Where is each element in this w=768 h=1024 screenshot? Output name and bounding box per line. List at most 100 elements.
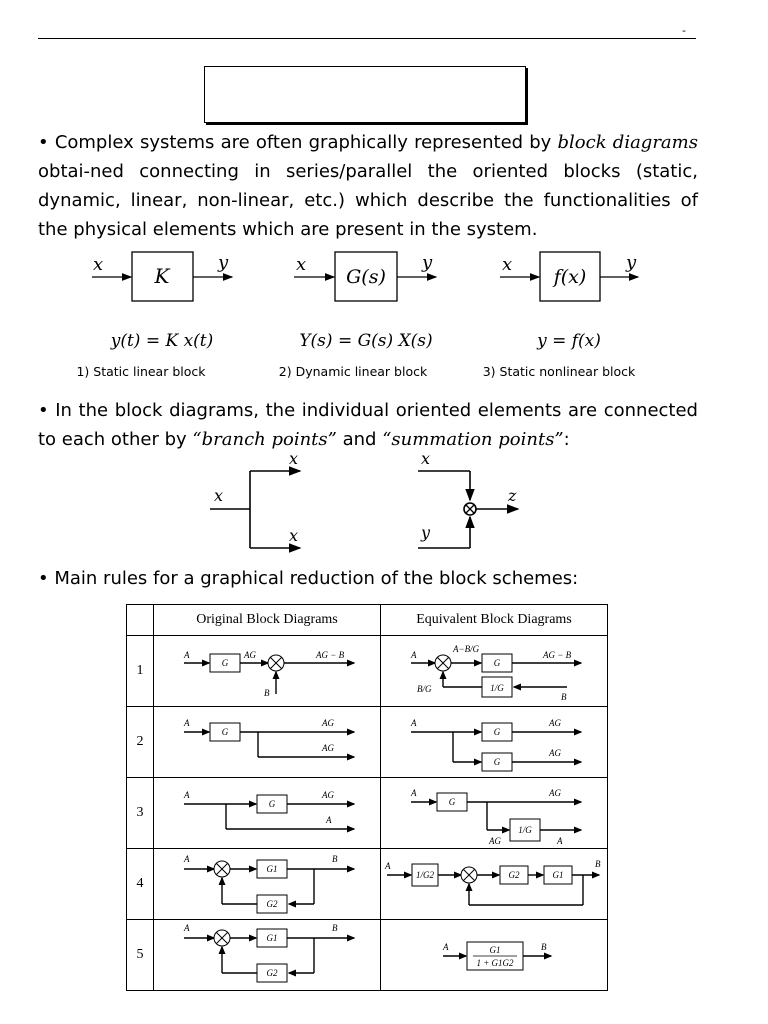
svg-text:AG: AG	[243, 650, 256, 660]
svg-text:G1: G1	[490, 945, 501, 955]
header-original: Original Block Diagrams	[153, 604, 381, 636]
svg-text:B: B	[332, 923, 338, 933]
svg-text:B: B	[541, 942, 547, 952]
corner-mark: -	[682, 24, 686, 37]
branch-point-diagram: x x x	[210, 449, 302, 553]
svg-text:A: A	[183, 650, 190, 660]
original-diagram-4: A G1 G2 B	[153, 848, 381, 920]
branch-in-label: x	[214, 486, 223, 505]
svg-text:AG: AG	[321, 743, 334, 753]
svg-text:AG: AG	[321, 790, 334, 800]
dynamic-linear-block: x G(s) y Y(s) = G(s) X(s) 2) Dynamic lin…	[279, 251, 438, 379]
block1-caption: 1) Static linear block	[76, 364, 206, 379]
svg-text:G: G	[494, 727, 501, 737]
block1-input: x	[93, 254, 103, 275]
svg-text:G: G	[222, 727, 229, 737]
points-term-branch: “branch points”	[192, 429, 337, 450]
svg-text:AG: AG	[488, 836, 501, 846]
svg-text:B: B	[264, 688, 270, 698]
svg-text:AG: AG	[548, 748, 561, 758]
svg-text:A−B/G: A−B/G	[452, 644, 480, 654]
svg-text:1 + G1G2: 1 + G1G2	[476, 958, 514, 968]
svg-text:B: B	[595, 859, 601, 869]
svg-text:G2: G2	[267, 968, 278, 978]
block3-output: y	[625, 252, 637, 273]
svg-text:G2: G2	[509, 870, 520, 880]
rules-bullet: •	[38, 568, 49, 589]
svg-text:1/G: 1/G	[490, 683, 504, 693]
svg-text:A: A	[410, 650, 417, 660]
block3-input: x	[502, 254, 512, 275]
svg-text:G1: G1	[267, 864, 278, 874]
points-term-summation: “summation points”	[382, 429, 564, 450]
svg-text:G: G	[494, 757, 501, 767]
svg-text:A: A	[442, 942, 449, 952]
table-row: 1 A G AG AG − B B	[126, 635, 608, 707]
points-bullet: •	[38, 400, 49, 421]
static-linear-block: x K y y(t) = K x(t) 1) Static linear blo…	[76, 251, 234, 379]
row-number: 2	[126, 706, 154, 778]
svg-text:G1: G1	[553, 870, 564, 880]
block2-output: y	[421, 252, 433, 273]
svg-text:AG: AG	[548, 788, 561, 798]
table-row: 5 A G1 G2 B	[126, 919, 608, 991]
table-row: 3 A G AG A	[126, 777, 608, 849]
row-number: 5	[126, 919, 154, 991]
table-row: 4 A G1 G2 B	[126, 848, 608, 920]
points-diagram: x x x x y z	[210, 449, 520, 553]
block3-box: f(x)	[552, 266, 587, 288]
svg-text:1/G2: 1/G2	[416, 870, 435, 880]
svg-text:A: A	[325, 815, 332, 825]
equivalent-diagram-5: A G1 1 + G1G2 B	[380, 919, 608, 991]
equivalent-diagram-3: A G AG AG 1/G A	[380, 777, 608, 849]
svg-text:A: A	[183, 854, 190, 864]
svg-text:B: B	[332, 854, 338, 864]
original-diagram-1: A G AG AG − B B	[153, 635, 381, 707]
summation-point-diagram: x y z	[418, 449, 520, 549]
intro-text-before: Complex systems are often graphically re…	[54, 132, 552, 153]
svg-text:G: G	[269, 799, 276, 809]
branch-top-label: x	[289, 449, 298, 468]
row-number: 3	[126, 777, 154, 849]
points-end: :	[563, 429, 570, 450]
rules-paragraph: • Main rules for a graphical reduction o…	[38, 564, 698, 593]
svg-text:G: G	[494, 658, 501, 668]
rules-text: Main rules for a graphical reduction of …	[54, 568, 579, 589]
svg-text:A: A	[384, 861, 391, 871]
block2-caption: 2) Dynamic linear block	[279, 364, 428, 379]
block1-box: K	[154, 264, 171, 288]
block1-equation: y(t) = K x(t)	[110, 331, 214, 351]
rules-table: Original Block Diagrams Equivalent Block…	[126, 604, 608, 991]
block3-equation: y = f(x)	[536, 331, 601, 351]
sum-out-label: z	[507, 486, 517, 505]
points-paragraph: • In the block diagrams, the individual …	[38, 396, 698, 454]
svg-text:A: A	[183, 718, 190, 728]
original-diagram-2: A G AG AG	[153, 706, 381, 778]
block2-box: G(s)	[346, 266, 386, 288]
intro-text-after: obtai-ned connecting in series/parallel …	[38, 161, 698, 240]
sum-bottom-label: y	[420, 523, 431, 542]
svg-text:1/G: 1/G	[518, 825, 532, 835]
static-nonlinear-block: x f(x) y y = f(x) 3) Static nonlinear bl…	[483, 251, 640, 379]
equivalent-diagram-4: A 1/G2 G2 G1 B	[380, 848, 608, 920]
title-box	[204, 66, 526, 123]
block2-input: x	[296, 254, 306, 275]
equivalent-diagram-1: A A−B/G G AG − B B/G 1/G B	[380, 635, 608, 707]
svg-text:G2: G2	[267, 899, 278, 909]
block2-equation: Y(s) = G(s) X(s)	[299, 331, 432, 351]
original-diagram-3: A G AG A	[153, 777, 381, 849]
row-number: 1	[126, 635, 154, 707]
svg-text:G1: G1	[267, 933, 278, 943]
intro-paragraph: • Complex systems are often graphically …	[38, 128, 698, 244]
svg-text:G: G	[449, 797, 456, 807]
points-text-before: In the block diagrams, the individual or…	[38, 400, 698, 450]
svg-text:B/G: B/G	[417, 684, 432, 694]
svg-text:AG: AG	[548, 718, 561, 728]
svg-text:A: A	[410, 718, 417, 728]
branch-bottom-label: x	[289, 526, 298, 545]
svg-text:A: A	[183, 790, 190, 800]
top-rule	[38, 38, 696, 39]
intro-term: block diagrams	[557, 132, 698, 153]
header-equivalent: Equivalent Block Diagrams	[380, 604, 608, 636]
header-num	[126, 604, 154, 636]
